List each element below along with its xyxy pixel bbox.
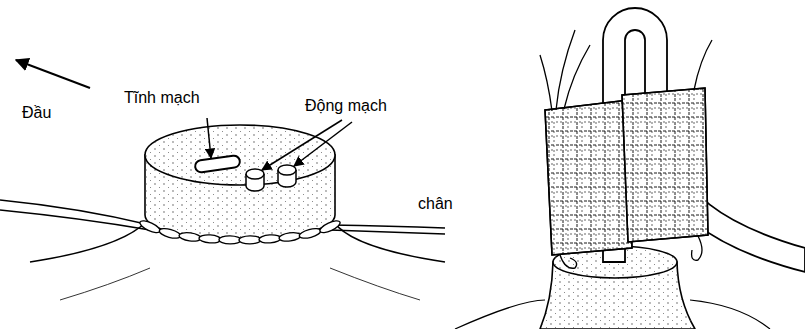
part-label: chân <box>418 194 453 213</box>
braid-twist <box>279 231 302 242</box>
braid-twist <box>138 218 161 235</box>
braid-twist <box>219 236 241 244</box>
braid-twist <box>298 227 321 240</box>
tie-thread <box>564 45 590 109</box>
artery-tube <box>246 165 296 191</box>
loop-tube <box>603 8 805 272</box>
mesh-texture <box>545 100 632 255</box>
suture-thread <box>0 210 150 230</box>
part-label: Động mạch <box>305 96 387 115</box>
braid-twist <box>318 218 341 235</box>
tie-thread <box>694 40 712 90</box>
leader-line <box>207 118 211 158</box>
tie-thread <box>540 55 552 111</box>
vein-opening <box>194 155 240 173</box>
mesh-texture <box>622 88 708 242</box>
artery-opening <box>278 165 296 175</box>
tie-thread <box>540 30 712 268</box>
mesh-panel <box>622 88 708 242</box>
braid-twist <box>179 231 202 242</box>
skin-line <box>330 268 420 300</box>
mesh-panel <box>545 100 632 255</box>
braided-suture <box>138 218 341 244</box>
stoma-texture <box>145 125 335 185</box>
skin-line <box>690 300 770 329</box>
braid-twist <box>239 236 261 244</box>
tie-thread <box>556 30 575 110</box>
part-label: Tĩnh mạch <box>124 88 200 107</box>
braid-twist <box>259 234 282 244</box>
stoma-top <box>145 125 335 185</box>
leader-line <box>294 122 352 166</box>
leader-line <box>207 118 352 170</box>
skin-line <box>60 268 150 300</box>
skin-line <box>30 222 146 262</box>
direction-arrow <box>16 60 90 88</box>
braid-twist <box>158 227 181 240</box>
part-label: Đầu <box>22 103 51 122</box>
leader-line <box>262 120 342 170</box>
suture-thread <box>330 225 445 228</box>
artery-opening <box>246 169 264 179</box>
mesh-panel <box>545 88 708 255</box>
stitch <box>560 255 577 268</box>
skin-line <box>455 300 545 329</box>
stitch <box>692 236 702 260</box>
loop-tube <box>603 8 805 272</box>
suture-thread <box>330 230 445 234</box>
braid-twist <box>199 234 222 244</box>
